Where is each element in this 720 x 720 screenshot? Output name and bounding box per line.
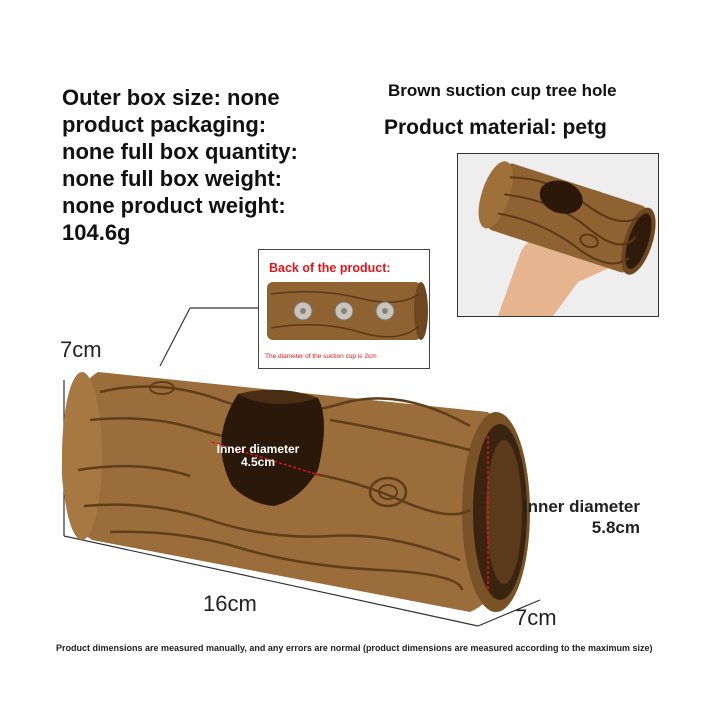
width-label: 7cm [515,605,557,630]
spec-line: none product weight: [62,193,286,218]
tube-diameter-value: 5.8cm [591,518,640,537]
hole-diameter-value: 4.5cm [240,455,276,469]
spec-line: product packaging: [62,112,267,137]
product-material: Product material: petg [384,116,607,139]
suction-cup-icon [334,301,354,321]
back-of-product-panel: Back of the product: The diameter of the… [258,249,430,369]
specs-block: Outer box size: none product packaging: … [62,84,362,246]
suction-cup-note: The diameter of the suction cup is 2cm [265,353,377,360]
suction-cup-icon [293,301,313,321]
hole-diameter-label: Inner diameter 4.5cm [208,443,308,469]
hand-holding-log-illustration [458,154,658,316]
tube-diameter-label: Inner diameter 5.8cm [500,496,640,538]
product-title: Brown suction cup tree hole [388,81,617,100]
tube-diameter-caption: Inner diameter [522,497,640,516]
suction-cup-icon [375,301,395,321]
footer-note: Product dimensions are measured manually… [56,643,653,653]
back-log-illustration [267,282,428,340]
back-panel-title: Back of the product: [269,261,391,275]
hand-photo [457,153,659,317]
spec-line: none full box weight: [62,166,282,191]
spec-line: 104.6g [62,220,131,245]
spec-line: Outer box size: none [62,85,280,110]
length-label: 16cm [203,591,257,616]
spec-line: none full box quantity: [62,139,298,164]
height-label: 7cm [60,337,102,362]
hole-diameter-caption: Inner diameter [216,442,300,456]
